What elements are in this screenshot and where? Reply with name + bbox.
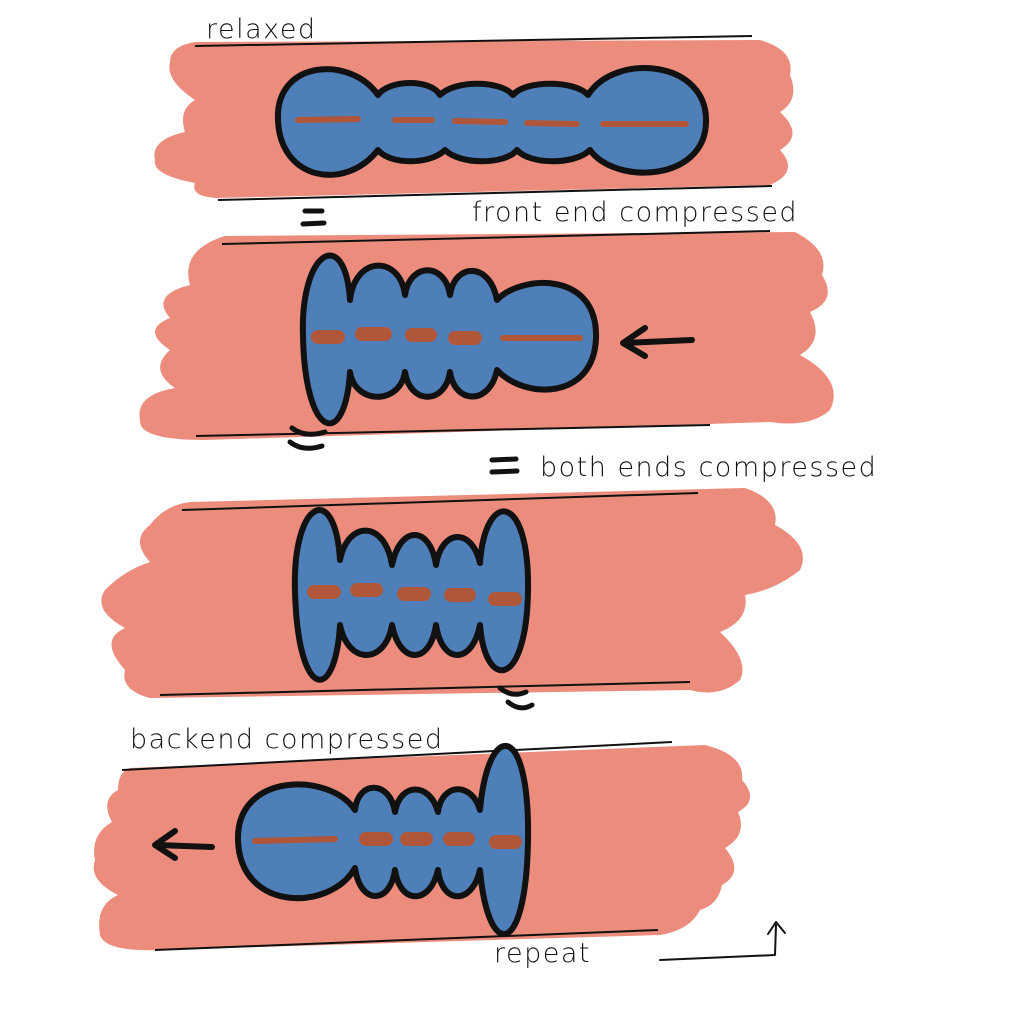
motion-marks-icon [489, 456, 535, 711]
label-backend-compressed: backend compressed [130, 724, 443, 755]
panel-front-end-compressed: front end compressed [139, 197, 834, 451]
panel-both-ends-compressed: both ends compressed [101, 452, 877, 711]
label-front-end-compressed: front end compressed [472, 197, 798, 228]
tube-wall-top [121, 741, 673, 771]
panel-relaxed: relaxed [154, 14, 794, 201]
left-arrow-icon [152, 828, 215, 861]
tube-wall-bottom [154, 929, 659, 951]
gut-segments [307, 583, 522, 606]
tube-wall-bottom [217, 185, 773, 201]
label-both-ends-compressed: both ends compressed [540, 452, 877, 483]
tube-wall-top [221, 230, 771, 245]
gut-segments [311, 327, 583, 345]
repeat-arrow-icon [659, 921, 786, 961]
panel-backend-compressed: backend compressed [93, 724, 751, 951]
label-repeat: repeat [494, 938, 591, 969]
tube-wall-bottom [159, 681, 691, 696]
left-arrow-icon [620, 325, 695, 359]
gut-segments [295, 116, 689, 127]
label-relaxed: relaxed [206, 14, 317, 45]
tube-wall-bottom [195, 424, 711, 437]
tube-wall-top [194, 35, 753, 47]
motion-marks-icon [287, 208, 328, 451]
repeat-note: repeat [494, 921, 786, 969]
tube-wall-top [181, 492, 699, 511]
gut-segments [252, 832, 522, 849]
